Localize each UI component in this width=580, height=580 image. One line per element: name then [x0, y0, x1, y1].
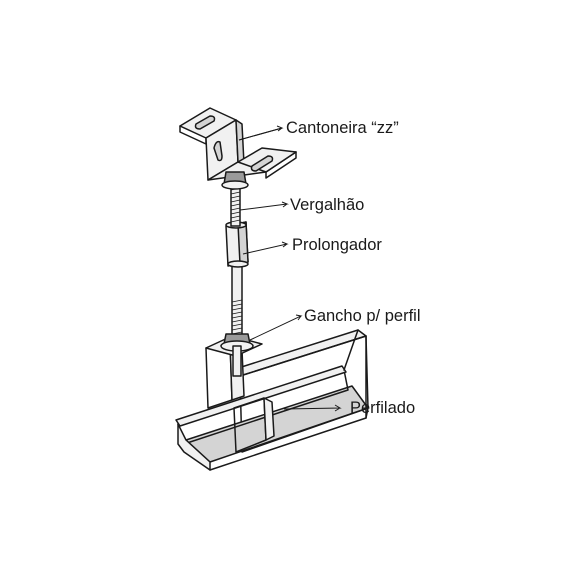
thread-line	[231, 315, 243, 319]
label-vergalhao: Vergalhão	[290, 196, 364, 214]
thread-line	[231, 311, 243, 315]
thread-line	[230, 203, 241, 207]
thread-line	[231, 323, 243, 327]
thread-line	[230, 219, 241, 223]
thread-line	[231, 327, 243, 331]
thread-line	[231, 303, 243, 307]
label-perfilado: Perfilado	[350, 399, 415, 417]
thread-line	[230, 211, 241, 215]
thread-line	[230, 195, 241, 199]
cantoneira-bracket	[179, 107, 297, 190]
thread-line	[230, 191, 241, 195]
thread-line	[230, 199, 241, 203]
label-cantoneira: Cantoneira “zz”	[286, 119, 399, 137]
perfilado-channel	[175, 329, 369, 471]
leader-lines	[238, 125, 342, 412]
thread-line	[231, 299, 243, 303]
thread-line	[231, 319, 243, 323]
thread-line	[230, 207, 241, 211]
thread-line	[230, 215, 241, 219]
vergalhao-lower-rod	[220, 261, 254, 377]
prolongador-coupler	[225, 221, 249, 268]
label-gancho: Gancho p/ perfil	[304, 307, 420, 325]
thread-line	[231, 307, 243, 311]
label-prolongador: Prolongador	[292, 236, 382, 254]
